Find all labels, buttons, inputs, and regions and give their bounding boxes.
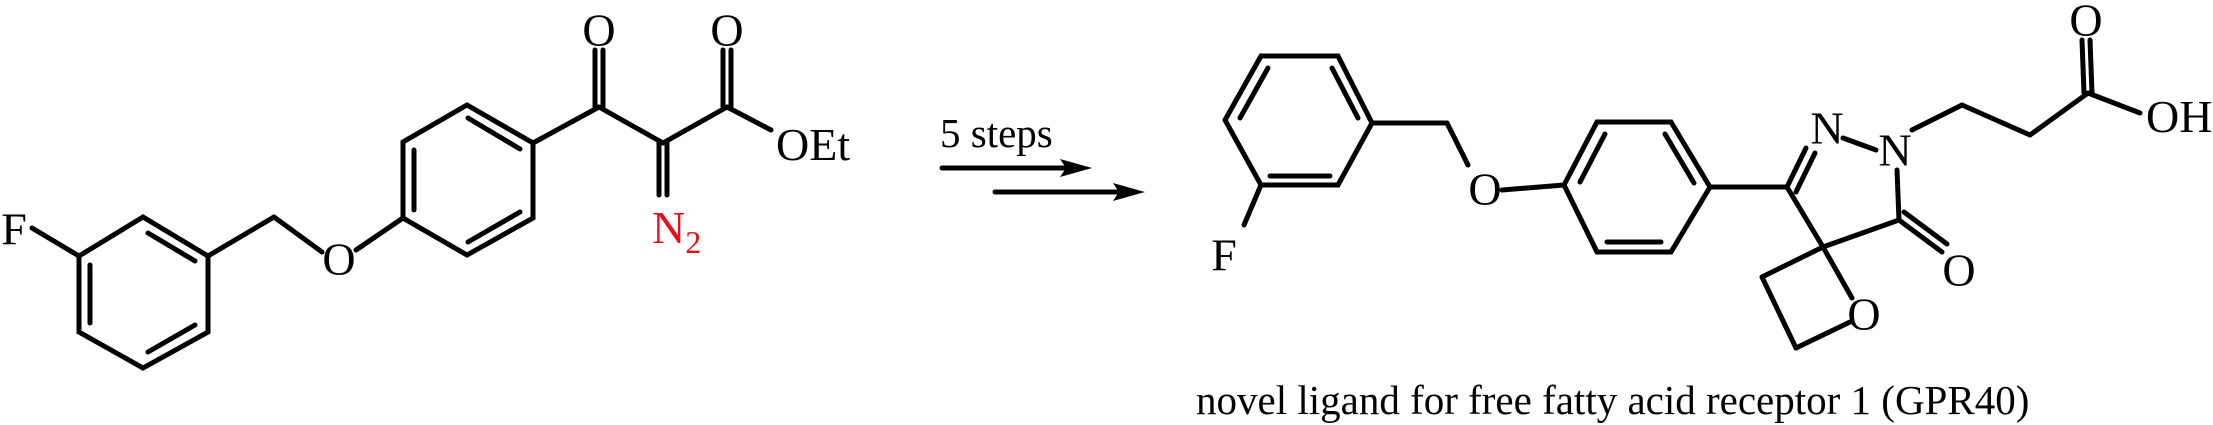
ether-oxygen-label: O [1468, 164, 1501, 215]
c-f-bond [29, 225, 82, 259]
reactant-molecule: F O O O OEt N2 [1, 5, 850, 371]
reaction-condition-label: 5 steps [940, 110, 1053, 156]
acid-oxygen-label: O [2069, 0, 2102, 46]
diazo-double-bond [656, 140, 670, 198]
oxetane-ring [1759, 244, 1855, 351]
fluorine-label: F [1, 204, 27, 255]
product-molecule: F O N N O OH [1196, 0, 2212, 423]
ketone-double-bond [592, 47, 606, 110]
c-f-bond [1241, 182, 1264, 228]
ch2-o-bond [271, 214, 325, 255]
acid-double-bond [2079, 37, 2095, 96]
o-aryl-bond [353, 215, 406, 253]
amide-oxygen-label: O [1942, 245, 1975, 296]
amide-double-bond [1896, 209, 1950, 255]
benzyl-bond [205, 214, 277, 259]
ether-oxygen-label: O [322, 234, 355, 285]
ethoxy-label: OEt [776, 119, 850, 170]
fluorophenyl-ring [1222, 53, 1375, 188]
ketone-oxygen-label: O [582, 5, 615, 56]
n2-label: N [1878, 125, 1911, 176]
phenylene-ring [1561, 119, 1713, 255]
phenylene-ring [400, 102, 536, 258]
arrowhead-upper [1060, 159, 1092, 177]
product-caption: novel ligand for free fatty acid recepto… [1196, 377, 2029, 423]
fluorophenyl-ring [76, 214, 211, 371]
fluorine-label: F [1211, 230, 1237, 281]
n-n-bond [1840, 135, 1879, 153]
ester-double-bond [720, 47, 734, 110]
arrowhead-lower [1113, 183, 1145, 201]
c-n-double-bond [1784, 145, 1818, 195]
ester-oxygen-label: O [710, 5, 743, 56]
n1-label: N [1810, 103, 1843, 154]
oxetane-oxygen-label: O [1847, 289, 1880, 340]
hydroxyl-label: OH [2146, 91, 2212, 142]
diazo-label: N2 [652, 202, 701, 260]
reaction-arrows: 5 steps [939, 110, 1145, 201]
